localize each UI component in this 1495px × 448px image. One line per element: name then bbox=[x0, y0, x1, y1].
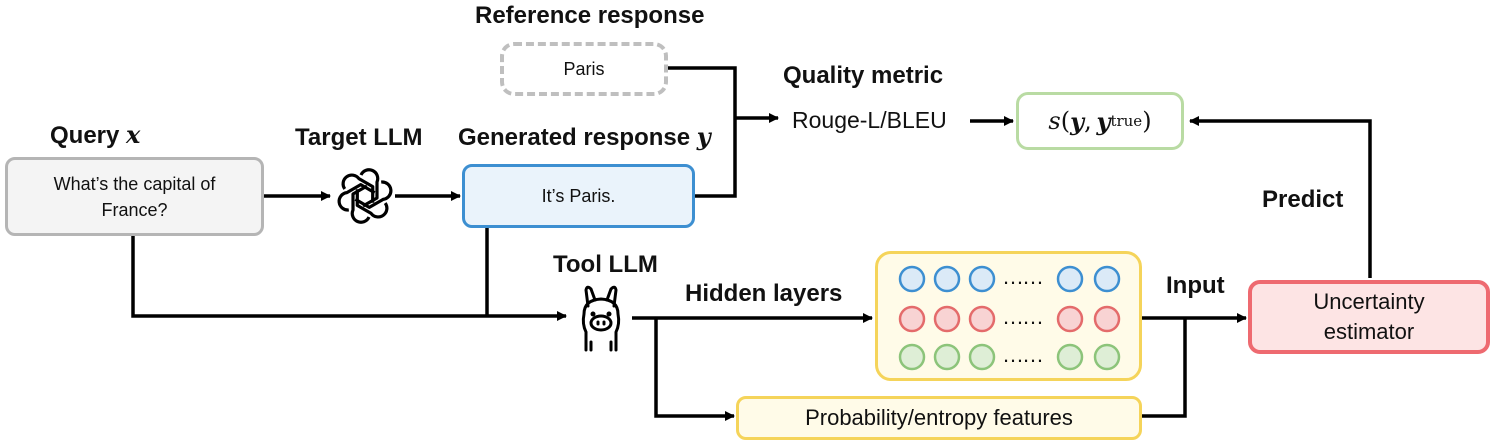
input-label: Input bbox=[1166, 272, 1225, 299]
neuron-blue bbox=[933, 265, 960, 292]
neuron-blue bbox=[968, 265, 995, 292]
probability-features-box: Probability/entropy features bbox=[736, 396, 1142, 440]
uncertainty-estimator-text: Uncertainty estimator bbox=[1313, 289, 1425, 344]
neuron-red bbox=[1093, 305, 1120, 332]
neuron-green bbox=[933, 343, 960, 370]
query-label-text: Query bbox=[50, 122, 120, 149]
query-text: What’s the capital of France? bbox=[53, 173, 216, 220]
target-llm-label: Target LLM bbox=[295, 124, 423, 151]
tool-llm-label: Tool LLM bbox=[553, 251, 658, 278]
neuron-red bbox=[933, 305, 960, 332]
neuron-blue bbox=[898, 265, 925, 292]
neuron-red bbox=[968, 305, 995, 332]
score-true-subscript: true bbox=[1110, 112, 1143, 130]
openai-logo-icon bbox=[336, 167, 394, 225]
neuron-green bbox=[968, 343, 995, 370]
ellipsis-row-3: …… bbox=[1002, 342, 1044, 367]
predict-arrow bbox=[1189, 116, 1372, 278]
reference-to-metric-line bbox=[668, 66, 737, 118]
neuron-red bbox=[1056, 305, 1083, 332]
generated-to-metric-line bbox=[695, 118, 737, 198]
score-ytrue: y bbox=[1096, 106, 1111, 136]
reference-response-box: Paris bbox=[500, 42, 668, 96]
score-y: y bbox=[1070, 106, 1085, 136]
neuron-green bbox=[898, 343, 925, 370]
generated-response-box: It’s Paris. bbox=[462, 164, 695, 228]
reference-response-label: Reference response bbox=[475, 2, 705, 29]
neuron-blue bbox=[1056, 265, 1083, 292]
query-to-tool-line bbox=[131, 236, 487, 318]
reference-response-text: Paris bbox=[563, 58, 605, 79]
llama-icon bbox=[570, 284, 632, 354]
probability-features-text: Probability/entropy features bbox=[805, 405, 1073, 430]
uncertainty-estimator-box: Uncertainty estimator bbox=[1248, 280, 1490, 354]
hidden-neurons bbox=[898, 265, 1120, 370]
query-variable: x bbox=[126, 120, 141, 149]
rouge-bleu-text: Rouge-L/BLEU bbox=[792, 107, 947, 133]
predict-label: Predict bbox=[1262, 186, 1344, 213]
ellipsis-row-2: …… bbox=[1002, 304, 1044, 329]
ellipsis-row-1: …… bbox=[1002, 264, 1044, 289]
query-box: What’s the capital of France? bbox=[5, 157, 264, 236]
hidden-layers-label: Hidden layers bbox=[685, 280, 843, 307]
neuron-blue bbox=[1093, 265, 1120, 292]
quality-metric-label: Quality metric bbox=[783, 62, 944, 89]
hidden-layers-box: …… …… …… bbox=[875, 251, 1142, 381]
neuron-red bbox=[898, 305, 925, 332]
query-label: Query x bbox=[50, 120, 140, 150]
prob-to-estimator-line bbox=[1142, 318, 1187, 418]
generated-variable: y bbox=[696, 122, 711, 151]
tool-to-prob-arrow bbox=[654, 318, 735, 421]
neuron-green bbox=[1093, 343, 1120, 370]
generated-response-text: It’s Paris. bbox=[541, 185, 616, 206]
generated-response-label: Generated response y bbox=[458, 122, 711, 152]
neuron-green bbox=[1056, 343, 1083, 370]
generated-response-label-text: Generated response bbox=[458, 124, 691, 151]
score-s: s bbox=[1048, 107, 1061, 135]
